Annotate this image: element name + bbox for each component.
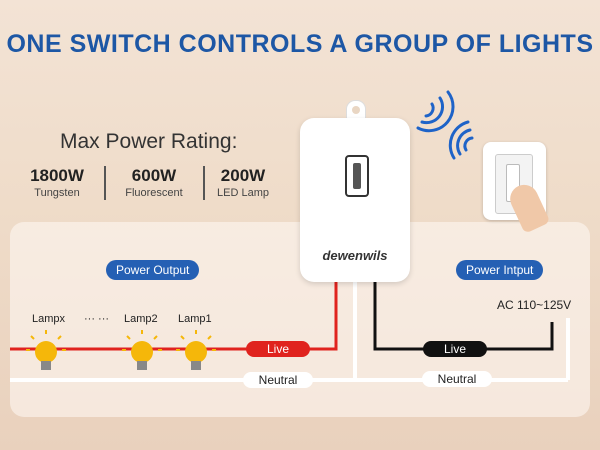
- rating-value: 1800W: [30, 166, 84, 185]
- bulb-icon: [176, 330, 216, 370]
- bulb-icon: [26, 330, 66, 370]
- divider: [104, 166, 106, 200]
- bulb-icon: [122, 330, 162, 370]
- rating-value: 200W: [220, 166, 266, 185]
- live-label-output: Live: [246, 341, 310, 357]
- lamp-label-ellipsis: ··· ···: [84, 313, 110, 325]
- lamp-label: Lampx: [32, 313, 66, 325]
- rating-heading: Max Power Rating:: [60, 130, 238, 153]
- neutral-label-output: Neutral: [243, 372, 313, 388]
- live-label-input: Live: [423, 341, 487, 357]
- rating-led: 200W LED Lamp: [212, 166, 274, 199]
- device-toggle-button[interactable]: [345, 155, 369, 197]
- lamp-label: Lamp2: [124, 313, 158, 325]
- live-wire-input: [373, 282, 554, 351]
- rating-type: Fluorescent: [125, 187, 183, 199]
- divider: [203, 166, 205, 200]
- wireless-signal-icon: [416, 90, 455, 133]
- rating-value: 600W: [131, 166, 177, 185]
- neutral-wire: [10, 282, 570, 382]
- live-wire-output: [10, 282, 338, 351]
- brand-logo: dewenwils: [322, 248, 388, 263]
- lamp-label: Lamp1: [178, 313, 212, 325]
- power-input-badge: Power Intput: [456, 260, 544, 280]
- rating-type: LED Lamp: [217, 187, 269, 199]
- page-title: ONE SWITCH CONTROLS A GROUP OF LIGHTS: [6, 30, 594, 58]
- rating-type: Tungsten: [34, 187, 80, 199]
- receiver-device: [300, 118, 410, 282]
- wireless-signal-icon: [448, 120, 474, 160]
- rating-tungsten: 1800W Tungsten: [22, 166, 92, 199]
- ac-voltage-label: AC 110~125V: [497, 298, 572, 312]
- power-output-badge: Power Output: [106, 260, 200, 280]
- neutral-label-input: Neutral: [422, 371, 492, 387]
- rating-fluorescent: 600W Fluorescent: [115, 166, 193, 199]
